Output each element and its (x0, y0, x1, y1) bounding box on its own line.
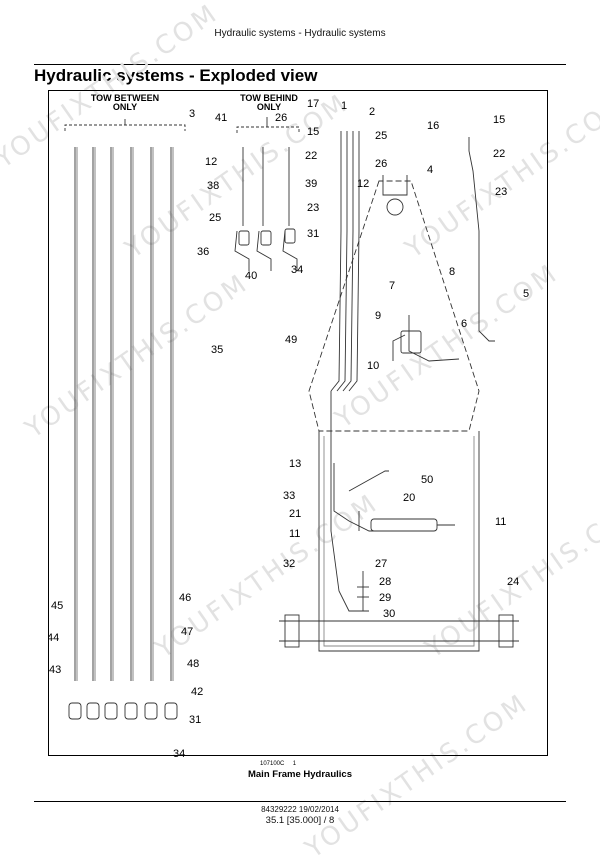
callout: 11 (495, 516, 506, 528)
callout: 17 (307, 98, 319, 110)
callout: 45 (51, 600, 63, 612)
callout: 12 (357, 178, 369, 190)
callout: 41 (215, 112, 227, 124)
callout: 34 (291, 264, 303, 276)
header-rule (34, 64, 566, 65)
callout: 11 (289, 528, 300, 540)
callout: 31 (307, 228, 319, 240)
footer-rule (34, 801, 566, 802)
figure-ref: 107100C 1 (260, 761, 296, 767)
callout: 42 (191, 686, 203, 698)
callout: 9 (375, 310, 381, 322)
figure-ref-sheet: 1 (292, 761, 297, 767)
callout: 26 (275, 112, 287, 124)
callout: 5 (523, 288, 529, 300)
tow-between-label: ONLY (113, 102, 137, 112)
callout: 27 (375, 558, 387, 570)
callout: 40 (245, 270, 257, 282)
callout: 12 (205, 156, 217, 168)
callout: 23 (307, 202, 319, 214)
callout: 48 (187, 658, 199, 670)
callout: 32 (283, 558, 295, 570)
callout: 24 (507, 576, 519, 588)
callout: 1 (341, 100, 347, 112)
callout: 16 (427, 120, 439, 132)
callout: 25 (375, 130, 387, 142)
callout: 8 (449, 266, 455, 278)
callout: 15 (307, 126, 319, 138)
callout: 4 (427, 164, 433, 176)
callout: 43 (49, 664, 61, 676)
callout: 39 (305, 178, 317, 190)
exploded-view-drawing: TOW BETWEEN ONLY TOW BEHIND ONLY 1 2 3 4… (49, 93, 529, 757)
tow-behind-label: ONLY (257, 102, 281, 112)
callout: 29 (379, 592, 391, 604)
tow-behind-label: TOW BEHIND (240, 93, 298, 103)
callout: 46 (179, 592, 191, 604)
callout: 36 (197, 246, 209, 258)
callout: 34 (173, 748, 185, 757)
callout: 44 (49, 632, 59, 644)
callout: 21 (289, 508, 301, 520)
callout: 3 (189, 108, 195, 120)
callout: 7 (389, 280, 395, 292)
callout: 47 (181, 626, 193, 638)
figure-frame: TOW BETWEEN ONLY TOW BEHIND ONLY 1 2 3 4… (48, 90, 548, 757)
callout: 20 (403, 492, 415, 504)
tow-between-label: TOW BETWEEN (91, 93, 159, 103)
callout: 10 (367, 360, 379, 372)
running-header: Hydraulic systems - Hydraulic systems (214, 28, 386, 39)
callout: 22 (493, 148, 505, 160)
callout: 31 (189, 714, 201, 726)
doc-number: 84329222 19/02/2014 (261, 805, 339, 814)
callout: 13 (289, 458, 301, 470)
callout: 22 (305, 150, 317, 162)
callout: 33 (283, 490, 295, 502)
figure-ref-code: 107100C (260, 761, 285, 767)
callout: 49 (285, 334, 297, 346)
callout: 6 (461, 318, 467, 330)
callout: 15 (493, 114, 505, 126)
callout: 38 (207, 180, 219, 192)
callout: 35 (211, 344, 223, 356)
callout: 23 (495, 186, 507, 198)
callout: 2 (369, 106, 375, 118)
callout: 25 (209, 212, 221, 224)
callout: 50 (421, 474, 433, 486)
callout: 28 (379, 576, 391, 588)
page-number: 35.1 [35.000] / 8 (265, 815, 335, 826)
section-title: Hydraulic systems - Exploded view (34, 66, 318, 85)
figure-caption: Main Frame Hydraulics (247, 769, 352, 780)
callout: 26 (375, 158, 387, 170)
callout: 30 (383, 608, 395, 620)
